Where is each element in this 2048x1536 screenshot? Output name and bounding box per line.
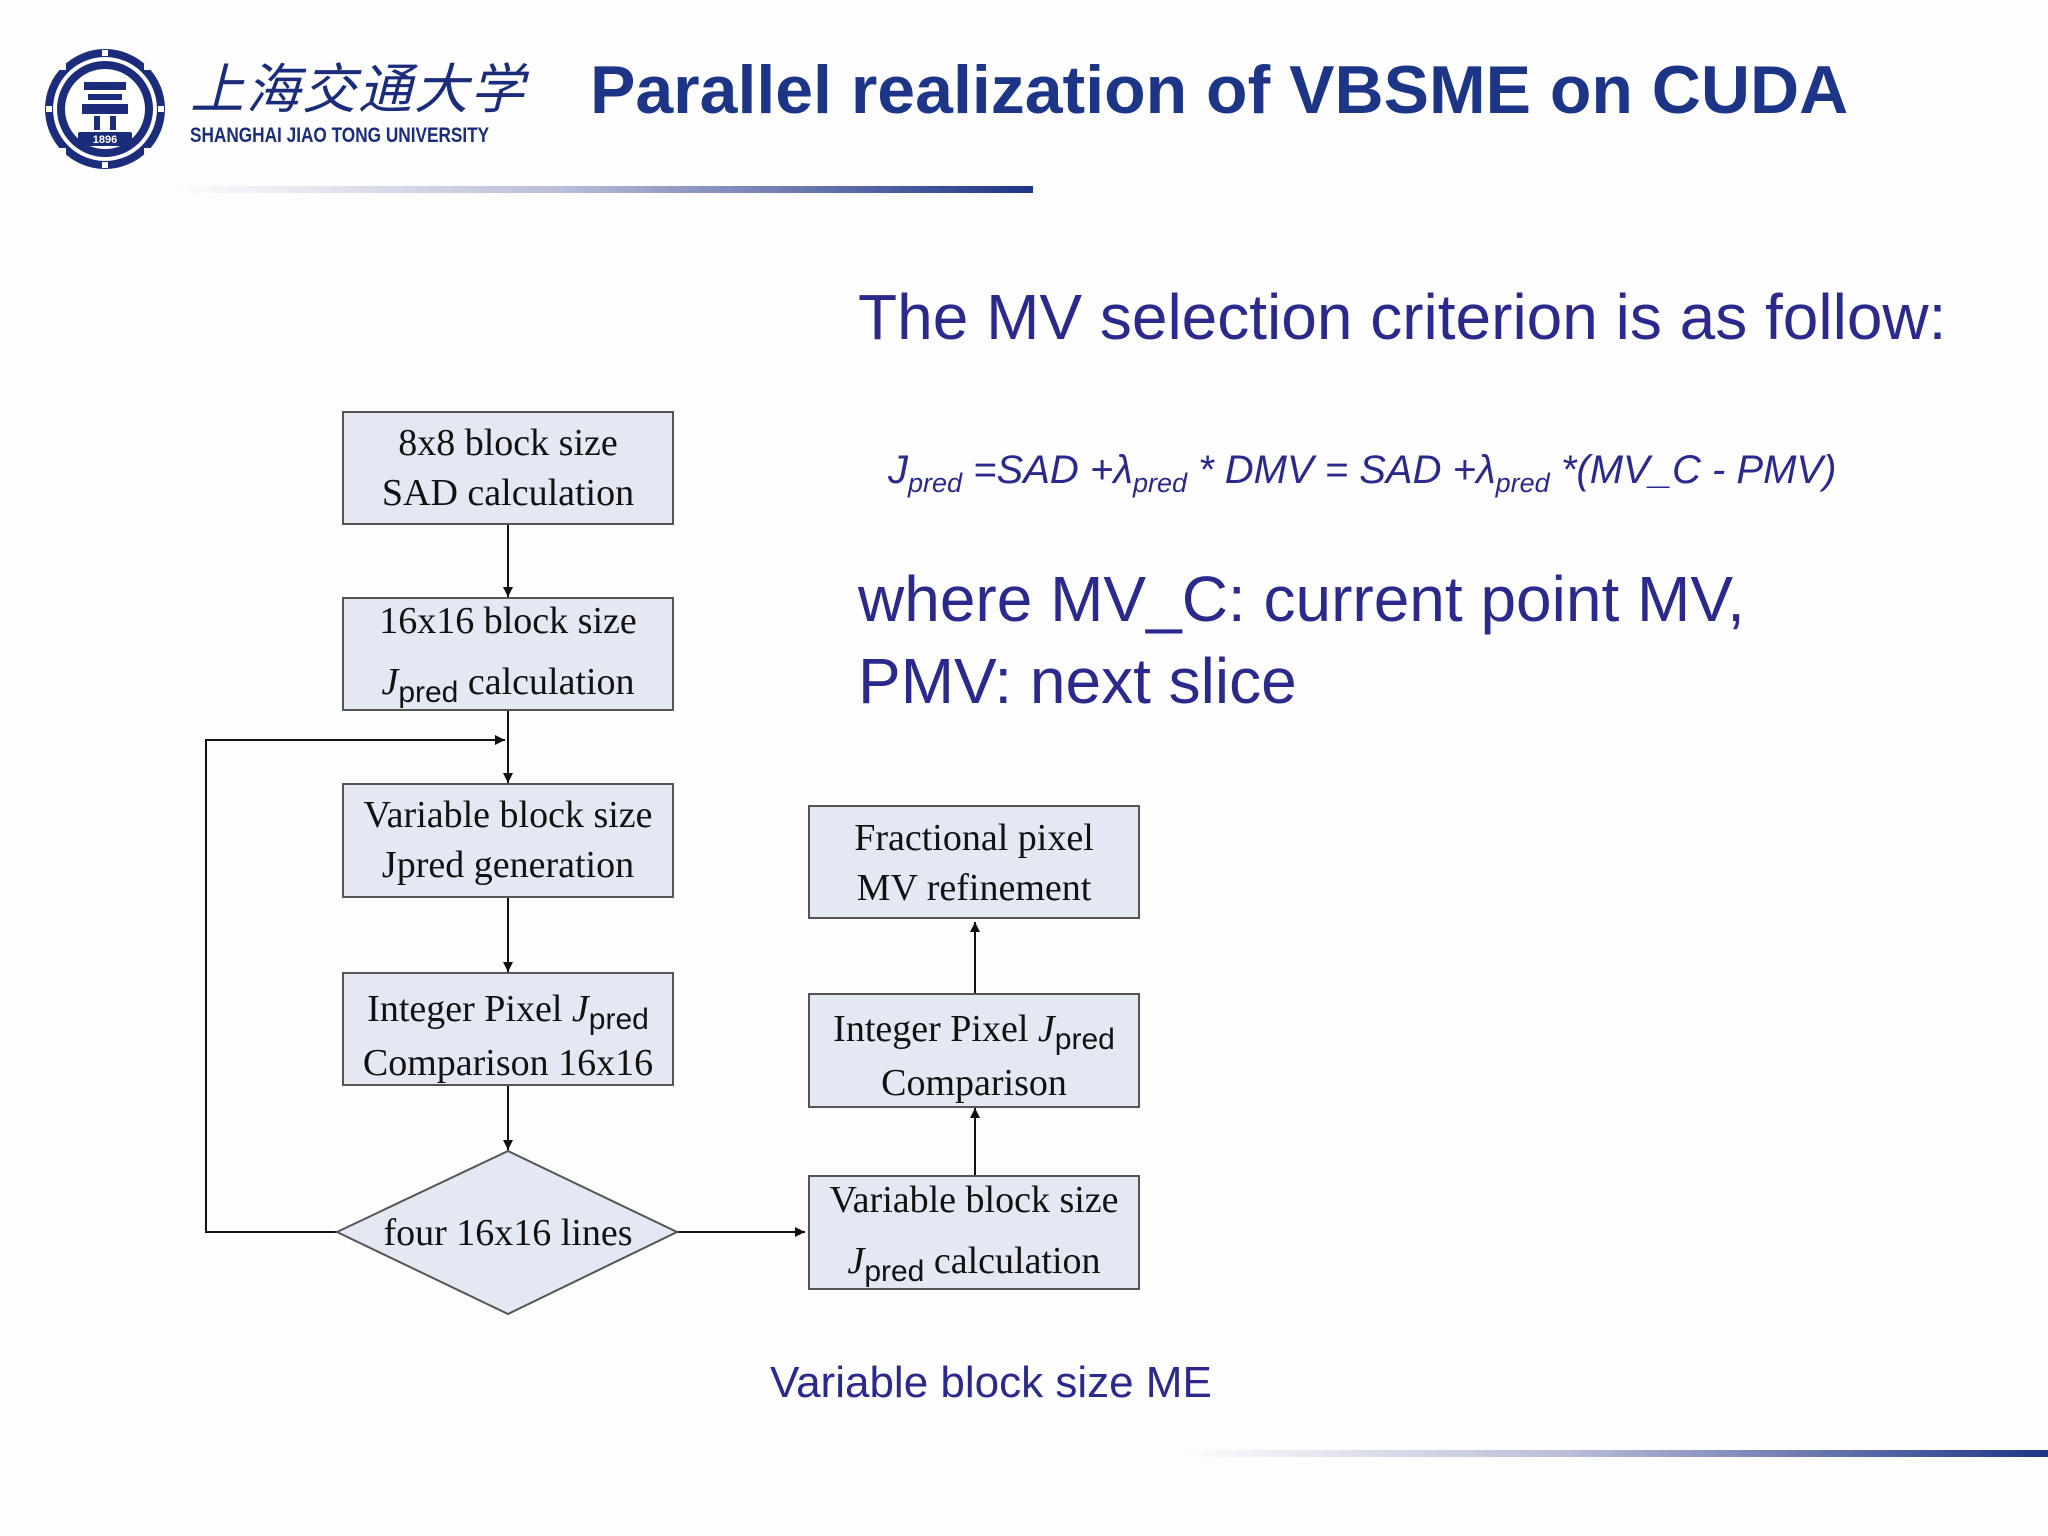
variable-gen-line1: Variable block size (363, 794, 652, 836)
box-sad8 (342, 411, 674, 525)
integer-cmp-line2: Comparison (881, 1062, 1067, 1104)
fractional-line1: Fractional pixel (854, 817, 1094, 859)
decision-label: four 16x16 lines (383, 1212, 632, 1254)
where-line-2: PMV: next slice (858, 645, 1297, 717)
integer16-line2: Comparison 16x16 (363, 1042, 653, 1084)
box-jpred16 (342, 597, 674, 711)
university-seal-icon: 1896 (45, 49, 165, 169)
figure-caption: Variable block size ME (770, 1358, 1212, 1407)
box-fractional (808, 805, 1140, 919)
variable-calc-line1: Variable block size (829, 1179, 1118, 1221)
selection-formula: Jpred =SAD +λpred * DMV = SAD +λpred *(M… (888, 448, 1837, 498)
sad8-line1: 8x8 block size (398, 422, 618, 464)
sad8-line2: SAD calculation (382, 472, 634, 514)
logo-english-name: SHANGHAI JIAO TONG UNIVERSITY (190, 124, 490, 147)
box-variable-calc (808, 1175, 1140, 1290)
variable-gen-line2: Jpred generation (382, 844, 634, 886)
logo-chinese-name: 上海交通大学 (190, 58, 526, 121)
integer-cmp-line1: Integer Pixel Jpred (833, 1008, 1115, 1056)
box-integer16 (342, 972, 674, 1086)
jpred16-line2: Jpred calculation (381, 661, 634, 709)
header-rule (175, 186, 1033, 193)
slide-title: Parallel realization of VBSME on CUDA (590, 52, 1849, 128)
loop-back-connector (205, 735, 505, 1233)
variable-calc-line2: Jpred calculation (847, 1240, 1100, 1288)
box-integer-cmp (808, 993, 1140, 1108)
fractional-line2: MV refinement (857, 867, 1092, 909)
decision-diamond (334, 1149, 680, 1316)
box-variable-gen (342, 783, 674, 898)
integer16-line1: Integer Pixel Jpred (367, 988, 649, 1036)
criterion-intro: The MV selection criterion is as follow: (858, 281, 1947, 353)
footer-rule (1180, 1450, 2048, 1457)
seal-year: 1896 (93, 134, 117, 146)
jpred16-line1: 16x16 block size (379, 600, 637, 642)
where-line-1: where MV_C: current point MV, (858, 563, 1745, 635)
